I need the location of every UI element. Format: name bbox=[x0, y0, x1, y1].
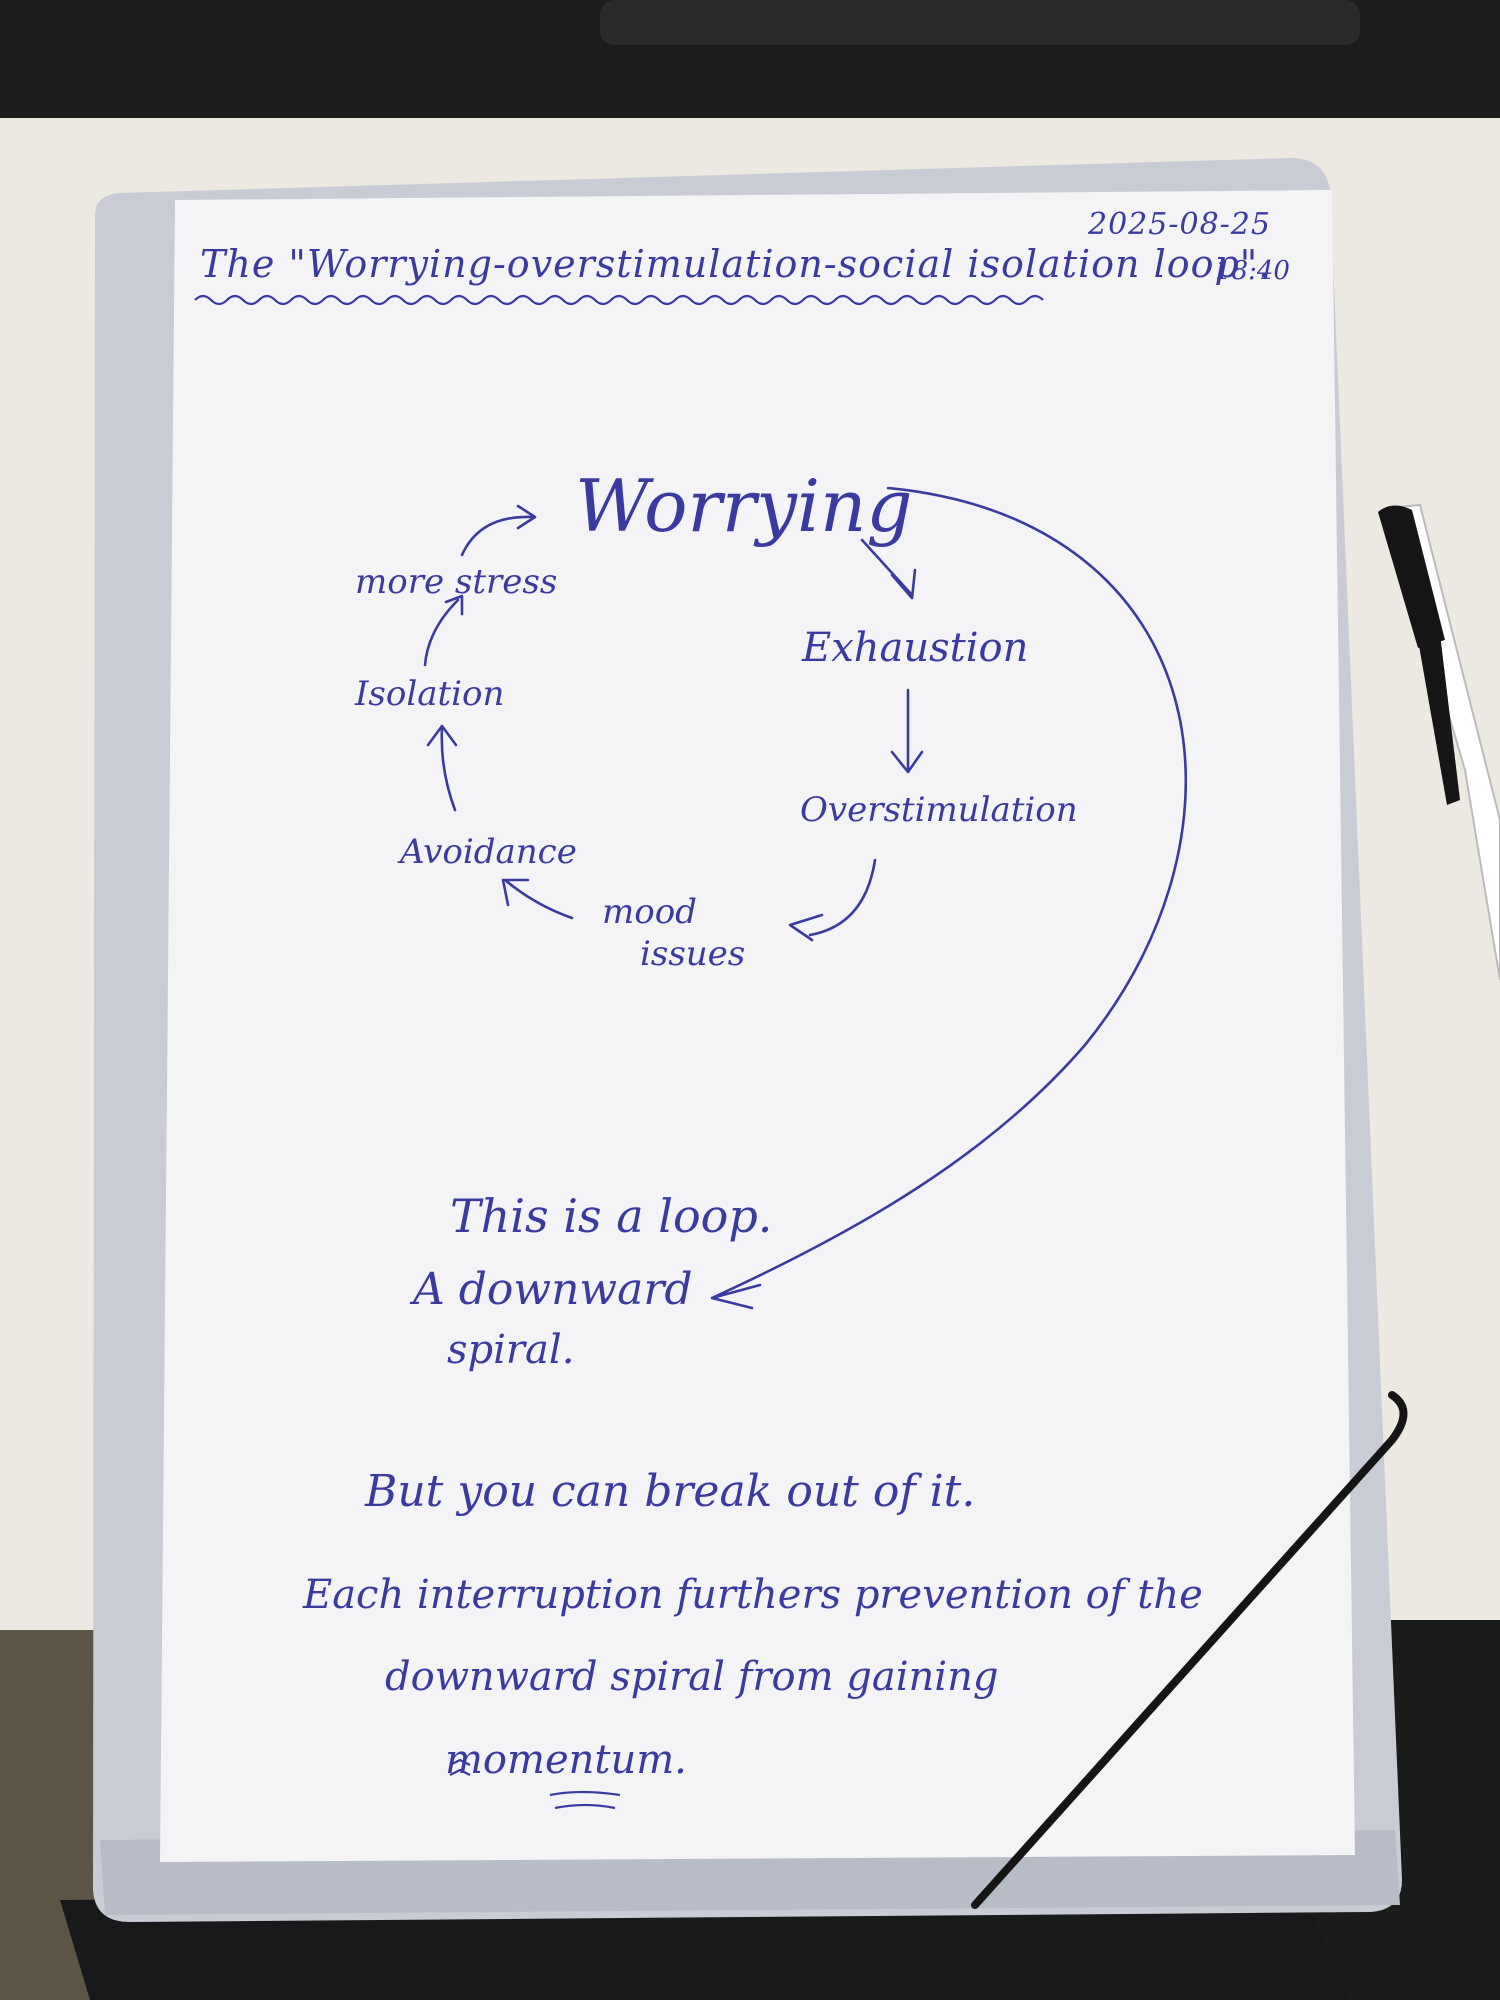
date-label: 2025-08-25 bbox=[1088, 207, 1271, 242]
node-overstimulation: Overstimulation bbox=[800, 790, 1078, 830]
arrow-stress-to-worrying bbox=[460, 504, 537, 557]
node-avoidance: Avoidance bbox=[400, 832, 577, 872]
interruption-note-line1: Each interruption furthers prevention of… bbox=[303, 1572, 1203, 1618]
elastic-band bbox=[971, 1391, 1408, 1909]
interruption-note-line2: downward spiral from gaining bbox=[385, 1654, 999, 1700]
arrow-mood-to-avoidance bbox=[501, 878, 574, 920]
node-mood-issues-line1: mood bbox=[602, 892, 697, 932]
node-mood-issues-line2: issues bbox=[640, 934, 746, 974]
arrow-avoidance-to-isolation bbox=[426, 724, 458, 812]
interruption-note-line3: momentum. bbox=[445, 1737, 687, 1783]
paper-sheet bbox=[160, 190, 1355, 1862]
loop-note-line1: This is a loop. bbox=[450, 1189, 773, 1243]
momentum-squiggle bbox=[449, 1758, 621, 1810]
monitor-stand bbox=[600, 0, 1360, 45]
node-more-stress: more stress bbox=[355, 562, 558, 602]
loop-note-line2: A downward bbox=[413, 1264, 693, 1315]
cycle-arrows bbox=[423, 486, 1188, 1310]
arrow-overstimulation-to-mood bbox=[788, 858, 877, 942]
node-worrying: Worrying bbox=[575, 464, 913, 548]
arrow-isolation-to-stress bbox=[423, 594, 464, 667]
node-exhaustion: Exhaustion bbox=[802, 625, 1029, 671]
break-out-note: But you can break out of it. bbox=[365, 1466, 976, 1517]
time-label: 18:40 bbox=[1215, 256, 1290, 286]
loop-note-line3: spiral. bbox=[447, 1327, 575, 1373]
arrow-exhaustion-to-overstimulation bbox=[890, 688, 924, 774]
arrow-worrying-to-exhaustion bbox=[860, 538, 917, 600]
pen bbox=[1378, 503, 1500, 981]
page-title: The "Worrying-overstimulation-social iso… bbox=[200, 242, 1272, 286]
title-underline bbox=[194, 294, 1044, 306]
arrow-worrying-to-spiral bbox=[710, 486, 1188, 1310]
node-isolation: Isolation bbox=[355, 674, 505, 714]
